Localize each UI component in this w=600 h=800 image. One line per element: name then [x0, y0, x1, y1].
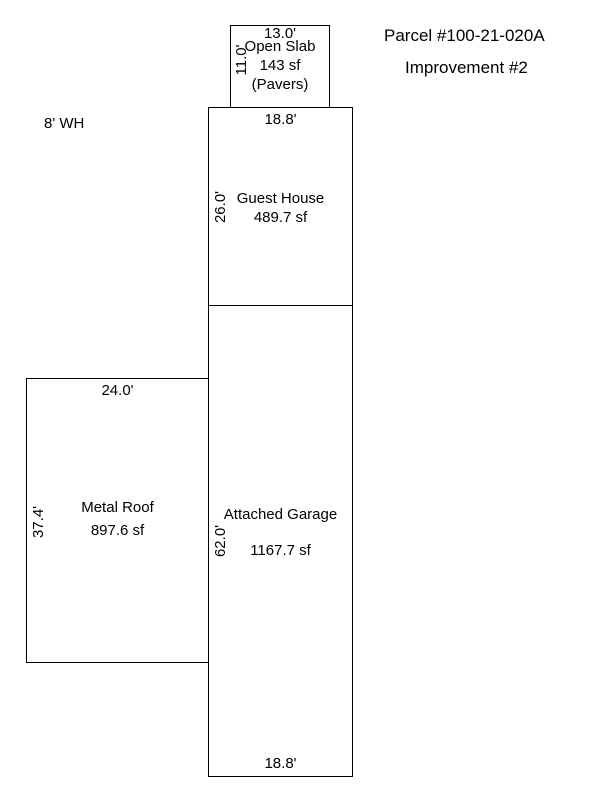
wall-height-note: 8' WH [44, 115, 85, 132]
attached-garage-area [208, 305, 353, 777]
guest-house-name: Guest House [236, 190, 325, 207]
open-slab-name: Open Slab [244, 38, 316, 55]
attached-garage-width: 18.8' [264, 755, 297, 772]
open-slab-area [230, 25, 330, 108]
guest-house-width: 18.8' [264, 111, 297, 128]
open-slab-material: (Pavers) [251, 76, 309, 93]
improvement-title: Improvement #2 [405, 58, 528, 77]
metal-roof-name: Metal Roof [81, 499, 154, 516]
attached-garage-area-value: 1167.7 sf [250, 542, 311, 559]
metal-roof-width: 24.0' [101, 382, 134, 399]
metal-roof-area-value: 897.6 sf [90, 522, 145, 539]
guest-house-area [208, 107, 353, 306]
metal-roof-area [26, 378, 209, 663]
attached-garage-name: Attached Garage [223, 506, 338, 523]
guest-house-area-value: 489.7 sf [253, 209, 308, 226]
open-slab-width: 13.0' [263, 25, 297, 42]
parcel-title: Parcel #100-21-020A [384, 26, 545, 45]
open-slab-area-value: 143 sf [259, 57, 301, 74]
